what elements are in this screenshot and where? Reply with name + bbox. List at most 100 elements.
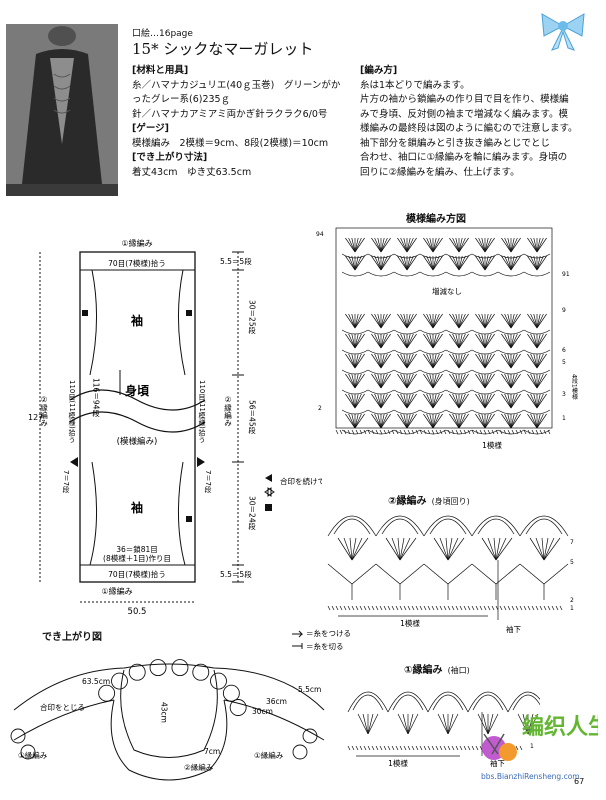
instructions-line: 回りに②縁編みを編み、仕上げます。	[360, 166, 520, 178]
match-marks-text: 合印を続けて輪に編む	[280, 476, 322, 486]
right-pick-label: 110目(11模様)拾う	[198, 380, 206, 443]
gauge-text: 模様編み 2模様＝9cm、8段(2模様)＝10cm	[132, 137, 329, 149]
row-label: 2	[570, 597, 574, 604]
edge2-subtitle: (身頃回り)	[431, 497, 470, 506]
edge2-repeat-label: 1模様	[400, 618, 420, 628]
watermark-text: 编织人生	[522, 714, 598, 740]
right-edge-label: ②縁編み	[223, 395, 232, 427]
center-count-label: 116＝94段	[91, 378, 100, 418]
site-url: bbs.BianzhiRensheng.com	[481, 772, 580, 781]
size-text: 着丈43cm ゆき丈63.5cm	[132, 166, 252, 178]
top-row-label: 70目(7模様)拾う	[108, 258, 166, 268]
cut-yarn-text: ＝糸を切る	[306, 641, 344, 651]
row-label: 1	[562, 415, 566, 422]
row-label: 1	[570, 605, 574, 612]
model-photo	[6, 24, 118, 196]
edge1-chart: 1模様 袖下 2 1	[347, 691, 540, 768]
row-label: 9	[562, 307, 566, 314]
edge2-title: ②縁編み	[388, 496, 427, 507]
width-label: 50.5	[128, 607, 147, 617]
finished-diagram: 63.5cm 43cm 30cm 36cm 5.5cm 7cm 合印をとじる ①…	[10, 659, 325, 781]
finished-edge1-left: ①縁編み	[18, 750, 48, 760]
total-height-label: 127	[28, 413, 43, 422]
finished-edge2: ②縁編み	[184, 762, 214, 772]
page-number: 67	[574, 777, 585, 786]
row-label: 4段1模様	[571, 374, 578, 400]
right-dim5-label: 5.5＝5段	[220, 569, 252, 579]
right-dim4-label: 30＝24段	[247, 496, 256, 531]
row-label: 2	[530, 725, 534, 732]
yarn-legend: ＝糸をつける ＝糸を切る	[292, 628, 351, 651]
finished-match-label: 合印をとじる	[40, 702, 85, 712]
schematic-diagram: ①縁編み 70目(7模様)拾う 袖 身頃 (模様編み) 袖 ②縁編み ②縁編み …	[28, 238, 257, 617]
edge1-repeat-label: 1模様	[388, 758, 408, 768]
finished-title: でき上がり図	[42, 632, 102, 643]
instructions-line: 合わせ、袖口に①縁編みを輪に編みます。身頃の	[360, 152, 568, 163]
right-dim3-label: 56＝45段	[247, 400, 256, 435]
finished-dim1: 63.5cm	[82, 677, 110, 686]
cast-on-label-2: (8模様＋1目)作り目	[103, 553, 171, 563]
pattern-chart-title: 模様編み方図	[406, 214, 466, 225]
bottom-row-label: 70目(7模様)拾う	[108, 569, 166, 579]
pattern-title: 15* シックなマーガレット	[132, 40, 314, 58]
edge1-title-wrap: ①縁編み (袖口)	[404, 658, 470, 677]
materials-heading: [材料と用具]	[132, 65, 189, 76]
edge1-underarm-label: 袖下	[490, 758, 505, 768]
instructions-line: 様編みの最終段は図のように編むので注意します。	[360, 123, 578, 134]
schematic-outline	[79, 251, 196, 583]
instructions-line: 片方の袖から鎖編みの作り目で目を作り、模様編	[360, 94, 569, 105]
row-label: 94	[316, 231, 324, 238]
sleeve-bottom-label: 袖	[131, 500, 143, 515]
materials-section: [材料と用具] 糸／ハマナカジュリエ(40ｇ玉巻) グリーンがか ったグレー系(…	[132, 64, 352, 180]
edge1-title: ①縁編み	[404, 665, 443, 676]
watermark-logo: 编织人生	[482, 714, 598, 761]
row-label: 6	[562, 347, 566, 354]
left-edge-label: ②縁編み	[39, 395, 48, 427]
finished-dim5: 5.5cm	[298, 685, 321, 694]
page-reference: 口絵…16page	[132, 29, 193, 39]
row-label: 5	[562, 359, 566, 366]
finished-dim6: 7cm	[204, 747, 220, 756]
row-label: 7	[570, 539, 574, 546]
row-label: 2	[318, 405, 322, 412]
instructions-heading: [編み方]	[360, 65, 398, 76]
cast-on-label-1: 36＝鎖81目	[116, 544, 158, 554]
finished-edge1-right: ①縁編み	[254, 750, 284, 760]
instructions-line: 袖下部分を鎖編みと引き抜き編みとじでとじ	[360, 137, 551, 149]
materials-line: ったグレー系(6)235ｇ	[132, 94, 231, 105]
instructions-line: 糸は1本どりで編みます。	[360, 79, 470, 91]
pattern-chart: 増減なし 1模様 94 91 9 6 5 4段1模様 3 1 2	[316, 227, 578, 450]
bottom-edge-label: ①縁編み	[101, 586, 132, 596]
size-heading: [でき上がり寸法]	[132, 152, 208, 163]
finished-dim3: 30cm	[252, 707, 273, 716]
row-label: 3	[562, 391, 566, 398]
row-label: 91	[562, 271, 570, 278]
left-pick-label: 110目(11模様)拾う	[68, 380, 76, 443]
instructions-section: [編み方] 糸は1本どりで編みます。 片方の袖から鎖編みの作り目で目を作り、模様…	[360, 64, 596, 180]
attach-yarn-text: ＝糸をつける	[306, 628, 351, 638]
finished-dim4: 36cm	[266, 697, 287, 706]
gauge-heading: [ゲージ]	[132, 123, 169, 134]
row-label: 1	[530, 743, 534, 750]
body-label: 身頃	[125, 383, 150, 398]
left-small-label: 7＝7段	[62, 470, 70, 494]
pattern-repeat-label: 1模様	[482, 440, 502, 450]
edge2-underarm-label: 袖下	[506, 624, 521, 634]
materials-line: 糸／ハマナカジュリエ(40ｇ玉巻) グリーンがか	[132, 79, 341, 91]
sleeve-top-label: 袖	[131, 313, 143, 328]
right-small-label: 7＝7段	[204, 470, 212, 494]
body-sub-label: (模様編み)	[117, 436, 158, 447]
finished-dim2: 43cm	[160, 702, 169, 723]
ribbon-bow-icon	[538, 8, 588, 56]
top-edge-label: ①縁編み	[121, 238, 152, 248]
right-dim1-label: 5.5＝5段	[220, 256, 252, 266]
right-dim2-label: 30＝25段	[247, 300, 256, 335]
match-marks-legend: 合印を続けて輪に編む	[264, 474, 322, 511]
edge2-chart: 1模様 袖下 7 5 2 1	[327, 515, 574, 634]
materials-line: 針／ハマナカアミアミ両かぎ針ラクラク6/0号	[132, 108, 328, 120]
edge2-title-wrap: ②縁編み (身頃回り)	[388, 489, 470, 508]
instructions-line: みで身頃、反対側の袖まで増減なく編みます。模	[360, 108, 569, 120]
edge1-subtitle: (袖口)	[447, 666, 470, 675]
row-label: 5	[570, 559, 574, 566]
no-change-label: 増減なし	[432, 286, 462, 296]
